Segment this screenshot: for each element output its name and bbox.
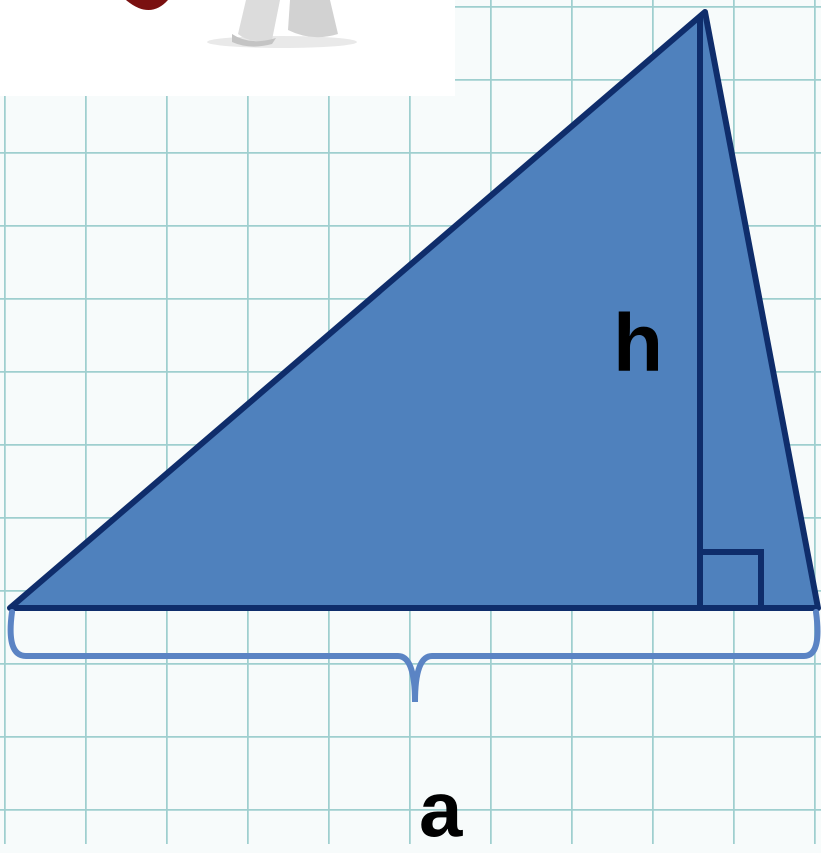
base-brace	[7, 609, 821, 703]
right-angle-marker	[700, 549, 764, 608]
corner-figure-image	[0, 0, 455, 96]
base-label: a	[419, 765, 463, 853]
triangle-shape	[7, 9, 821, 611]
height-label: h	[613, 298, 664, 389]
